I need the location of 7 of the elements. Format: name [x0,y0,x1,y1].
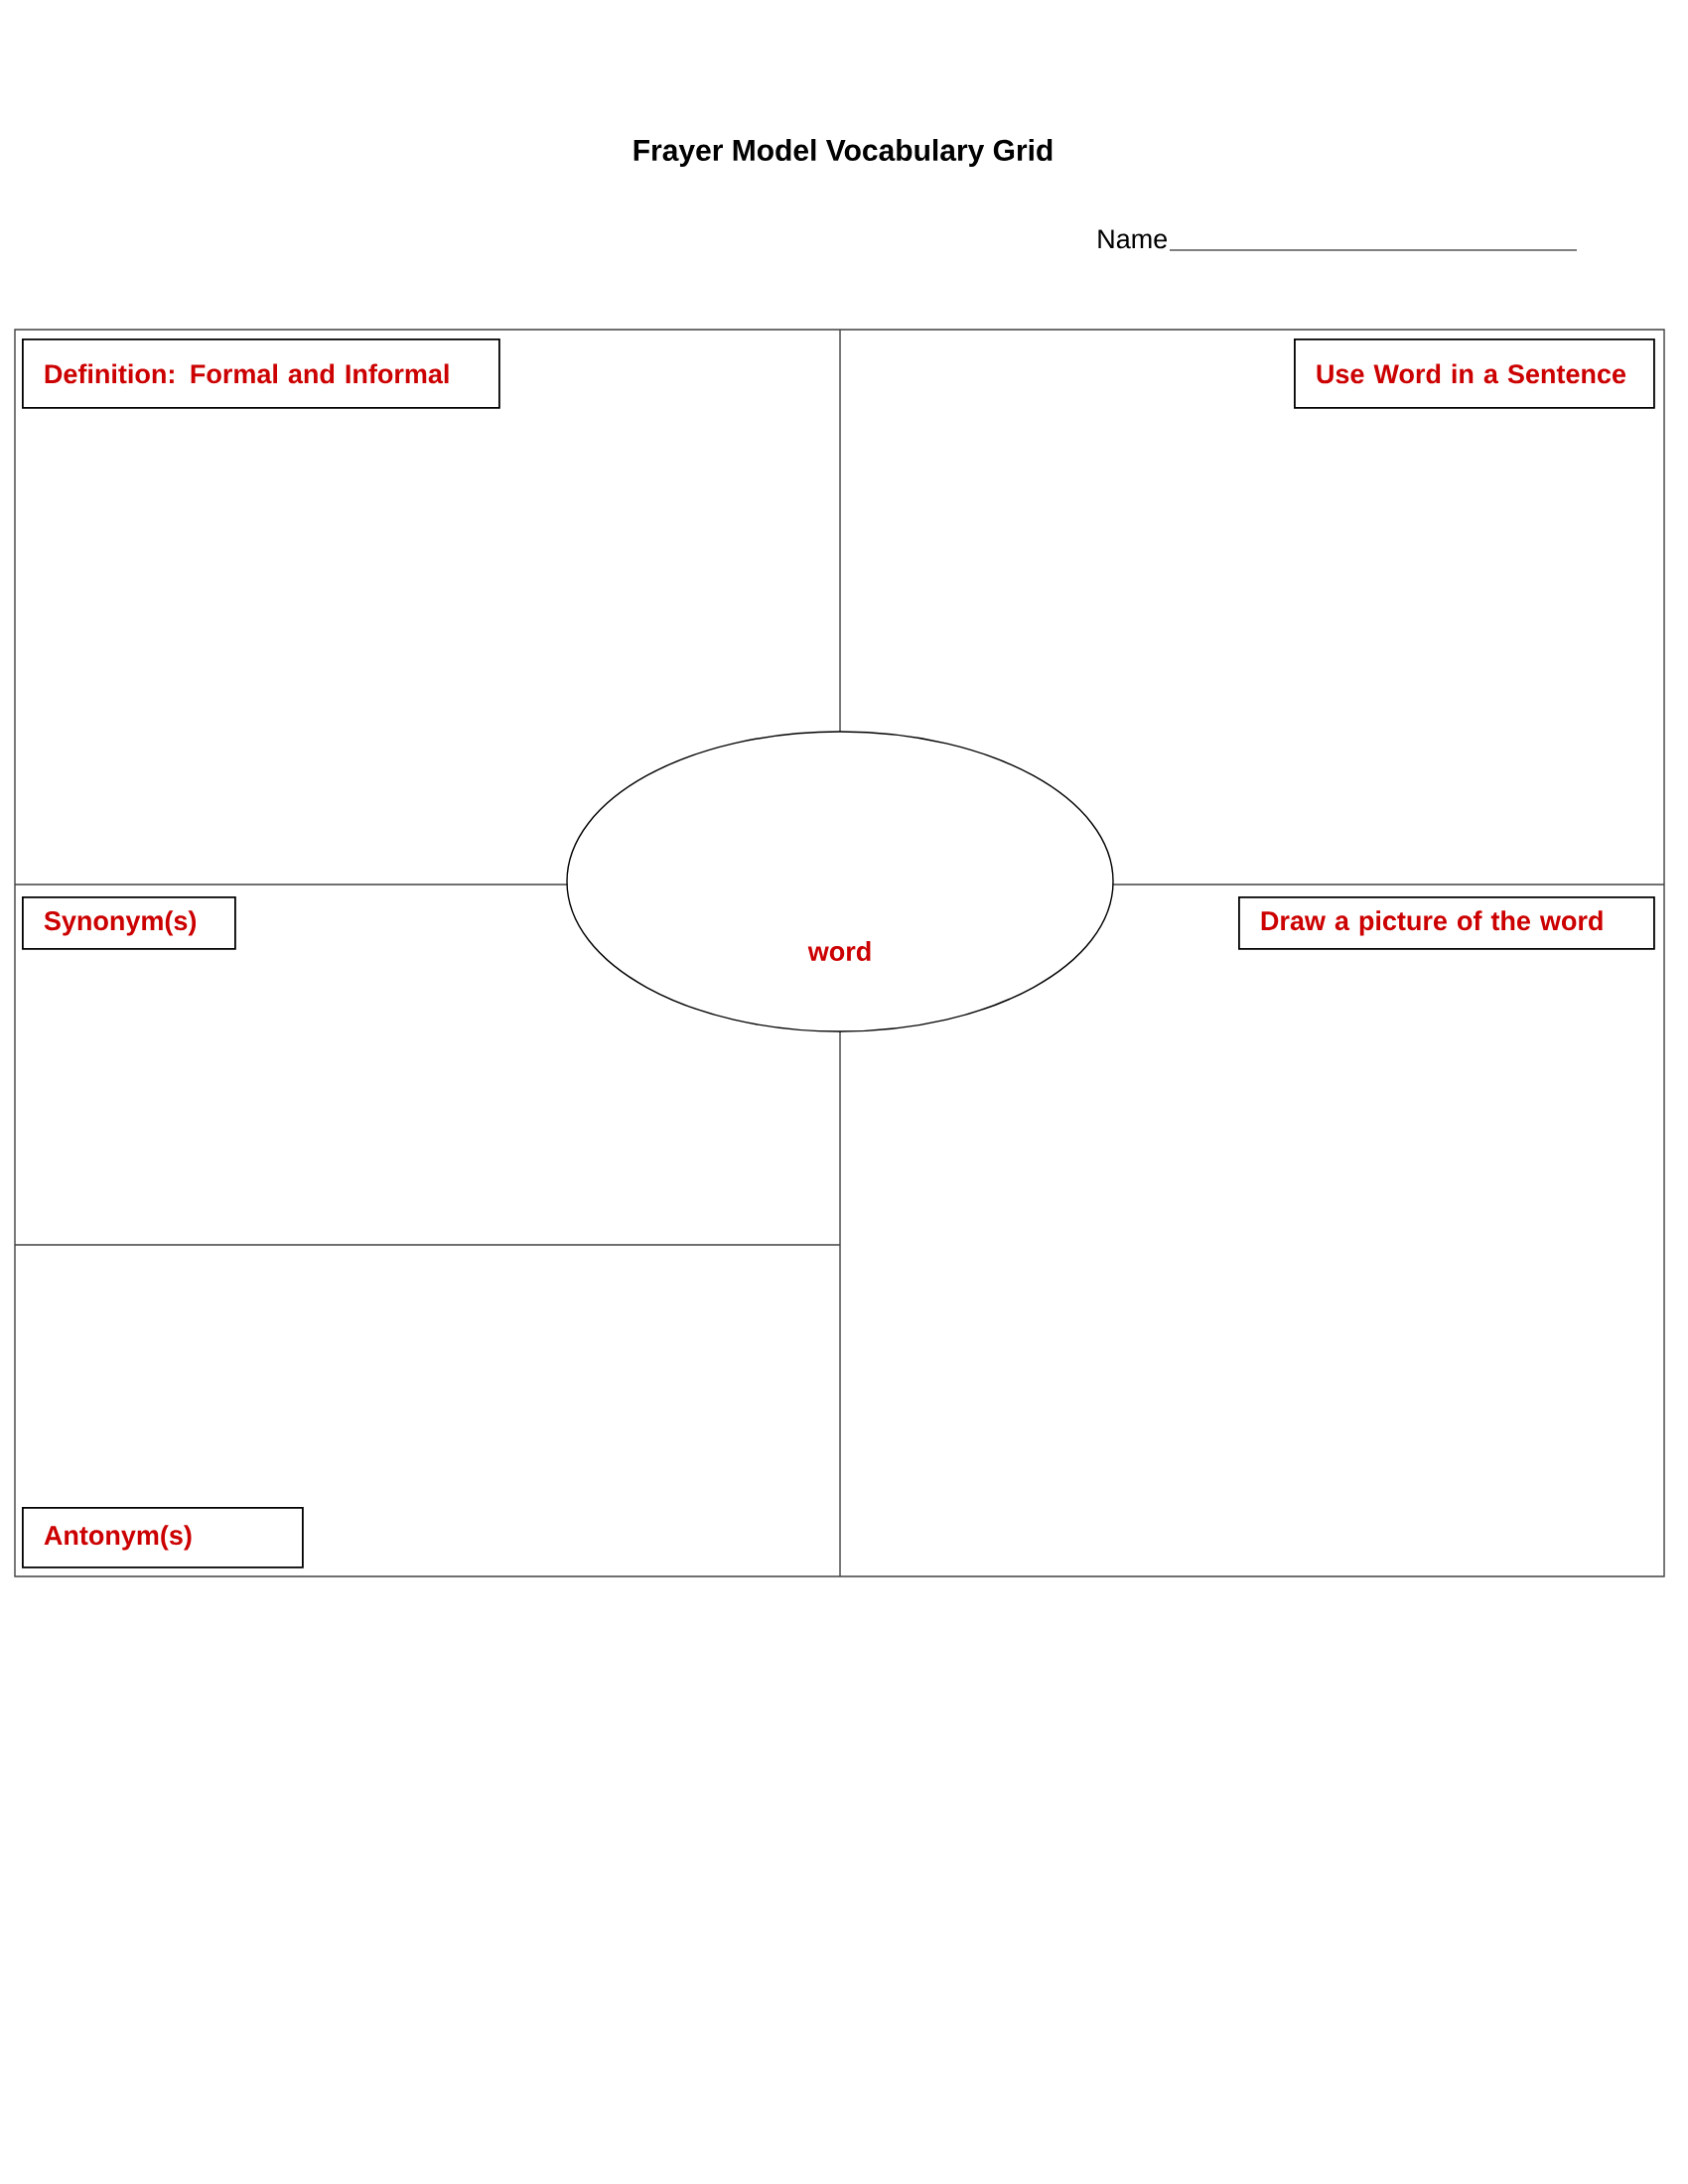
label-box: Use Word in a Sentence [1294,339,1655,409]
label-box: Synonym(s) [22,896,236,950]
label-box: Antonym(s) [22,1507,304,1569]
title: Frayer Model Vocabulary Grid [633,139,1053,167]
name-label: Name [1098,229,1168,249]
label-box: Draw a picture of the word [1238,896,1655,950]
label-box: Definition: Formal and Informal [22,339,500,409]
